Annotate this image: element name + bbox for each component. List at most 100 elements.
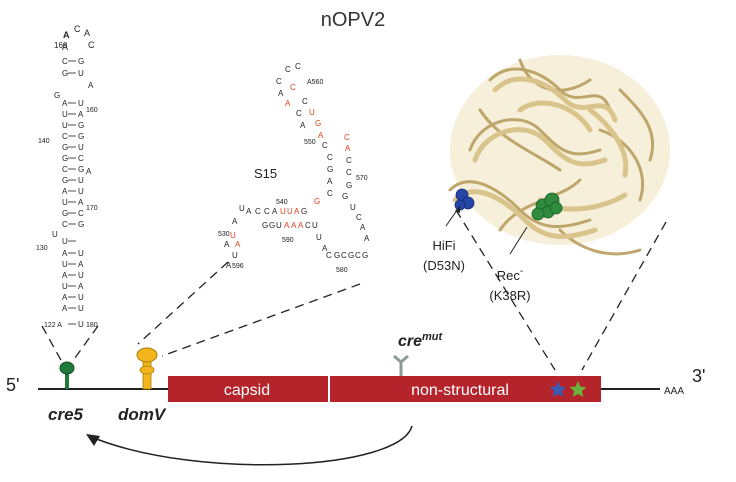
- three-prime-label: 3': [692, 366, 705, 386]
- svg-text:A: A: [62, 271, 68, 280]
- svg-text:G: G: [348, 251, 354, 260]
- nonstructural-label: non-structural: [411, 382, 509, 399]
- svg-text:A: A: [78, 282, 84, 291]
- svg-text:C: C: [264, 207, 270, 216]
- svg-text:U: U: [62, 282, 68, 291]
- svg-text:G: G: [314, 197, 320, 206]
- svg-text:A: A: [88, 81, 94, 90]
- svg-text:C: C: [290, 83, 296, 92]
- svg-text:C: C: [305, 221, 311, 230]
- hifi-mutation: (D53N): [423, 258, 465, 273]
- svg-text:U: U: [287, 207, 293, 216]
- cremut-marker-icon: [393, 354, 409, 376]
- svg-text:U: U: [62, 260, 68, 269]
- svg-text:160: 160: [86, 107, 98, 114]
- svg-text:A: A: [62, 304, 68, 313]
- svg-text:180: 180: [86, 322, 98, 329]
- svg-text:C: C: [78, 154, 84, 163]
- svg-text:U: U: [78, 293, 84, 302]
- svg-text:U: U: [52, 230, 58, 239]
- rec-arrow-line: [509, 226, 528, 255]
- svg-text:C: C: [302, 97, 308, 106]
- svg-text:U: U: [350, 203, 356, 212]
- svg-text:G: G: [62, 209, 68, 218]
- svg-text:A: A: [62, 42, 68, 52]
- svg-text:540: 540: [276, 199, 288, 206]
- svg-text:570: 570: [356, 175, 368, 182]
- svg-text:U: U: [78, 271, 84, 280]
- svg-text:U: U: [78, 99, 84, 108]
- svg-text:G: G: [334, 251, 340, 260]
- svg-text:G: G: [262, 221, 268, 230]
- svg-text:U: U: [62, 121, 68, 130]
- svg-text:G: G: [54, 91, 60, 100]
- svg-text:U: U: [62, 237, 68, 246]
- svg-text:G: G: [62, 69, 68, 78]
- svg-text:G: G: [62, 176, 68, 185]
- svg-text:U: U: [78, 249, 84, 258]
- svg-text:A: A: [62, 293, 68, 302]
- svg-text:A: A: [272, 207, 278, 216]
- svg-text:122 A: 122 A: [44, 322, 62, 329]
- svg-text:C: C: [327, 153, 333, 162]
- svg-text:C: C: [327, 189, 333, 198]
- svg-text:U: U: [316, 233, 322, 242]
- svg-text:G: G: [78, 220, 84, 229]
- svg-text:G: G: [78, 57, 84, 66]
- svg-text:A: A: [298, 221, 304, 230]
- svg-text:A: A: [62, 249, 68, 258]
- cre5-marker-icon: [59, 361, 75, 389]
- polya-label: AAA: [664, 386, 684, 397]
- svg-text:G: G: [269, 221, 275, 230]
- svg-text:U: U: [78, 143, 84, 152]
- svg-text:U: U: [232, 251, 238, 260]
- svg-text:A: A: [294, 207, 300, 216]
- svg-text:580: 580: [336, 267, 348, 274]
- svg-text:A: A: [360, 223, 366, 232]
- svg-text:A: A: [318, 131, 324, 140]
- svg-text:U: U: [78, 304, 84, 313]
- capsid-region: [168, 376, 328, 402]
- curved-arrow-head-icon: [86, 434, 100, 446]
- svg-text:A: A: [63, 30, 70, 40]
- svg-text:C: C: [74, 24, 81, 34]
- svg-text:A: A: [78, 198, 84, 207]
- svg-text:C: C: [62, 220, 68, 229]
- svg-text:A: A: [278, 89, 284, 98]
- svg-text:C: C: [344, 133, 350, 142]
- svg-text:C: C: [88, 40, 95, 50]
- svg-text:A: A: [78, 260, 84, 269]
- green-star-icon: [569, 381, 587, 397]
- cremut-label: cremut: [398, 331, 444, 350]
- svg-text:U: U: [78, 320, 84, 329]
- svg-text:G: G: [78, 121, 84, 130]
- rec-label: Rec-: [497, 266, 523, 283]
- svg-text:A: A: [364, 234, 370, 243]
- svg-text:C: C: [295, 62, 301, 71]
- svg-text:G: G: [62, 143, 68, 152]
- svg-text:A: A: [235, 240, 241, 249]
- svg-text:U: U: [62, 198, 68, 207]
- svg-text:U: U: [230, 231, 236, 240]
- svg-text:G: G: [327, 165, 333, 174]
- svg-text:A: A: [62, 99, 68, 108]
- svg-text:U: U: [78, 69, 84, 78]
- svg-text:A: A: [84, 28, 90, 38]
- cre5-label: cre5: [48, 405, 84, 424]
- svg-text:A: A: [300, 121, 306, 130]
- svg-text:C: C: [276, 77, 282, 86]
- svg-text:G: G: [342, 192, 348, 201]
- svg-text:G: G: [78, 165, 84, 174]
- hifi-label: HiFi: [432, 238, 455, 253]
- svg-text:170: 170: [86, 205, 98, 212]
- svg-text:A: A: [284, 221, 290, 230]
- svg-text:A: A: [345, 144, 351, 153]
- svg-text:A: A: [232, 217, 238, 226]
- svg-text:U: U: [78, 187, 84, 196]
- capsid-label: capsid: [224, 382, 270, 399]
- svg-text:A: A: [322, 244, 328, 253]
- svg-text:U: U: [62, 110, 68, 119]
- svg-text:U: U: [276, 221, 282, 230]
